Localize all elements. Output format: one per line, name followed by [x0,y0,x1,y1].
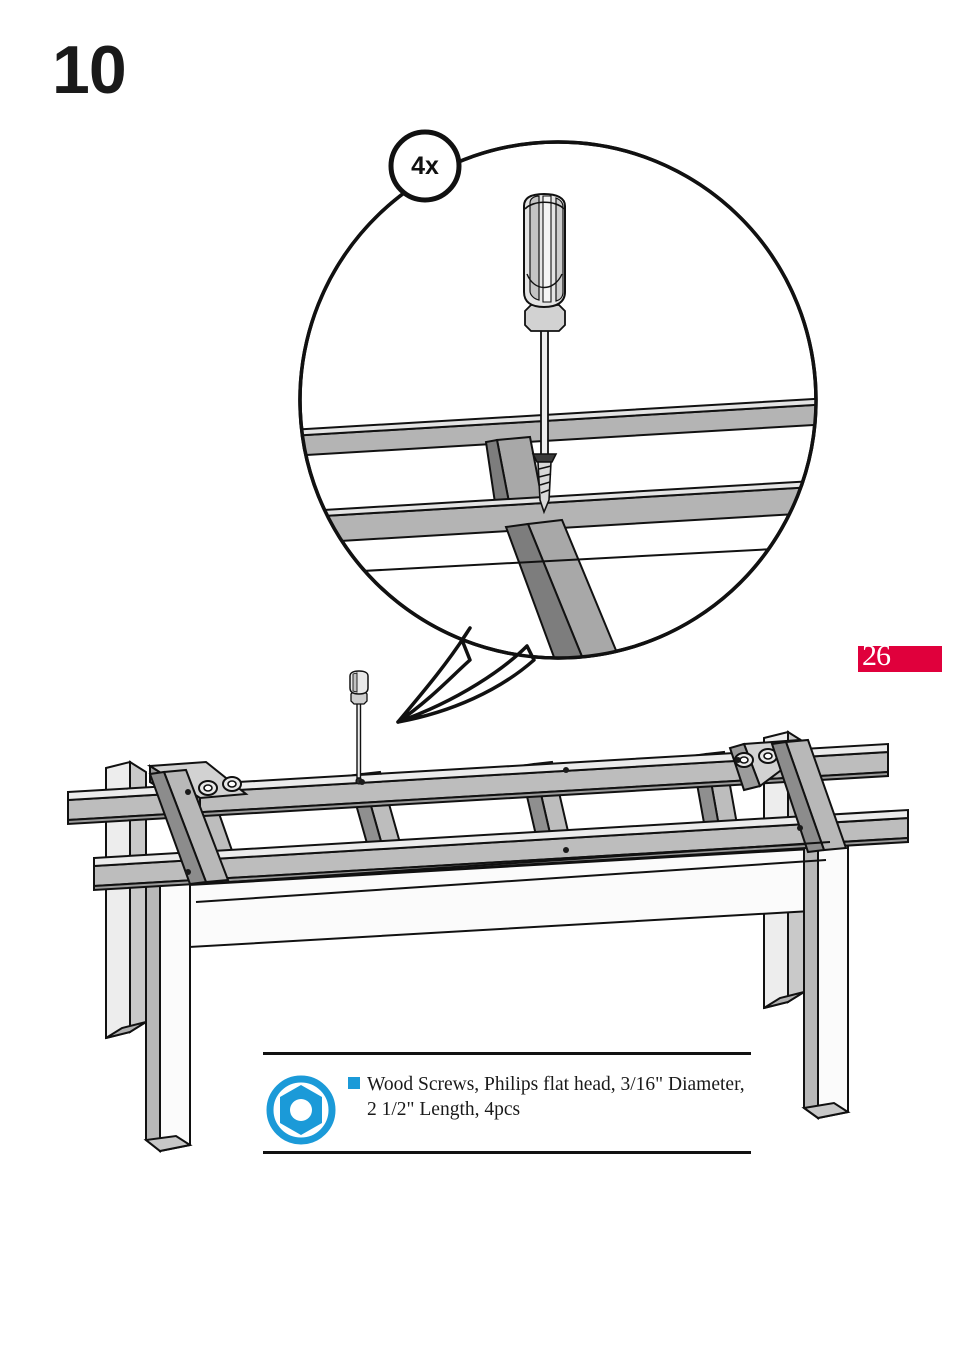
diagonal-brace-left [148,768,230,886]
hex-nut-icon [266,1075,336,1145]
screw-marker [185,869,191,875]
wood-screw [531,453,558,515]
hex-nut-hole [290,1099,312,1121]
tabletop-underside-line [195,859,827,903]
detail-top-edge [305,545,816,575]
top-rail-back [67,742,889,826]
screw-marker [735,757,741,763]
legend-bullet-icon [348,1077,360,1089]
bracket-bolt-hole-inner [203,784,213,792]
table-leg-back-left [105,760,147,1040]
screw-marker [797,825,803,831]
quantity-badge-label: 4x [411,152,439,180]
table-leg-front-right [801,836,851,1120]
legend-rule-bottom [263,1151,751,1154]
hex-nut-ring [266,1075,336,1145]
screw-marker [185,789,191,795]
screwdriver [523,192,566,459]
page-number-badge: 26 [858,641,942,672]
detail-cross-slat-lower [504,518,622,658]
legend-text-block: Wood Screws, Philips flat head, 3/16" Di… [348,1072,748,1122]
legend-line-2: 2 1/2" Length, 4pcs [367,1099,521,1120]
table-leg-front-left [143,870,193,1154]
screwdriver-main-view [349,670,369,785]
detail-rail-back [300,396,816,458]
tabletop-underside-line [199,841,831,885]
diagonal-brace-right [770,738,848,854]
screwdriver-handle-shade [352,672,358,693]
bracket-bolt-hole-inner [739,756,749,764]
table-assembly-view [67,670,909,1154]
magnified-detail [300,192,816,658]
screw-marker [563,767,569,773]
magnifier-outline [298,140,818,660]
detail-rail-front [300,478,816,546]
screwdriver-shaft [356,699,362,779]
screw-marker [563,847,569,853]
step-number: 10 [52,32,127,108]
quantity-badge-circle [388,129,462,203]
screw-marker [359,779,365,785]
bracket-bolt-hole-inner [227,780,237,788]
legend-body: Wood Screws, Philips flat head, 3/16" Di… [263,1055,751,1151]
bracket-bolt-hole-inner [763,752,773,760]
legend-rule-top [263,1052,751,1055]
legend-line-1: Wood Screws, Philips flat head, 3/16" Di… [367,1074,745,1095]
parts-legend: Wood Screws, Philips flat head, 3/16" Di… [263,1052,751,1154]
magnifier-callout [298,129,818,724]
page-number-text: 26 [862,639,891,672]
